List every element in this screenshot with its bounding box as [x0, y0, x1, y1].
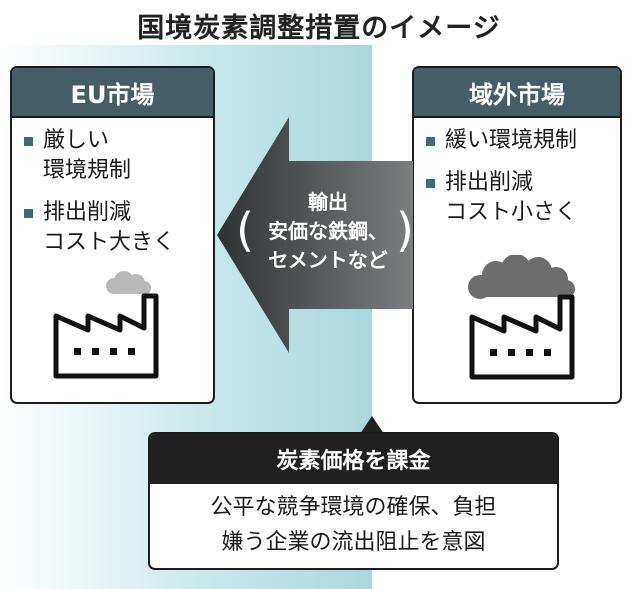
carbon-price-line1: 公平な競争環境の確保、負担	[210, 495, 497, 520]
outside-item-cost: 排出削減 コスト小さく	[426, 168, 620, 228]
bullet-square-icon	[24, 209, 33, 218]
bullet-square-icon	[426, 179, 435, 188]
outside-item-line: 緩い環境規制	[445, 128, 578, 153]
outside-item-line: 排出削減	[445, 170, 534, 195]
eu-item-line: 厳しい	[43, 128, 110, 153]
eu-item-cost: 排出削減 コスト大きく	[24, 198, 213, 258]
left-paren-glyph: (	[236, 203, 254, 257]
outside-item-regulation: 緩い環境規制	[426, 126, 620, 156]
eu-item-line: 環境規制	[43, 158, 132, 183]
right-paren-glyph: )	[396, 203, 414, 257]
export-label: 輸出	[308, 190, 348, 214]
diagram-title: 国境炭素調整措置のイメージ	[137, 13, 501, 44]
outside-market-header: 域外市場	[414, 68, 620, 118]
eu-market-box: EU市場 厳しい 環境規制 排出削減 コスト大きく	[10, 66, 215, 404]
bullet-square-icon	[24, 137, 33, 146]
export-detail-line2: セメントなど	[268, 248, 388, 272]
outside-item-line: コスト小さく	[445, 200, 578, 225]
eu-item-regulation: 厳しい 環境規制	[24, 126, 213, 186]
pointer-triangle-icon	[360, 416, 384, 434]
carbon-price-box: 炭素価格を課金 公平な競争環境の確保、負担 嫌う企業の流出阻止を意図	[148, 432, 559, 570]
eu-item-line: 排出削減	[43, 200, 132, 225]
export-arrow-icon	[217, 117, 413, 353]
eu-item-line: コスト大きく	[43, 230, 176, 255]
export-label-group: 輸出 安価な鉄鋼、 セメントなど	[238, 188, 418, 275]
carbon-price-header: 炭素価格を課金	[150, 434, 557, 484]
carbon-price-line2: 嫌う企業の流出阻止を意図	[221, 530, 486, 555]
factory-dark-smoke-icon	[468, 255, 575, 380]
eu-market-header: EU市場	[12, 68, 213, 118]
factory-light-smoke-icon	[53, 271, 159, 379]
export-detail-line1: 安価な鉄鋼、	[268, 219, 388, 243]
bullet-square-icon	[426, 137, 435, 146]
